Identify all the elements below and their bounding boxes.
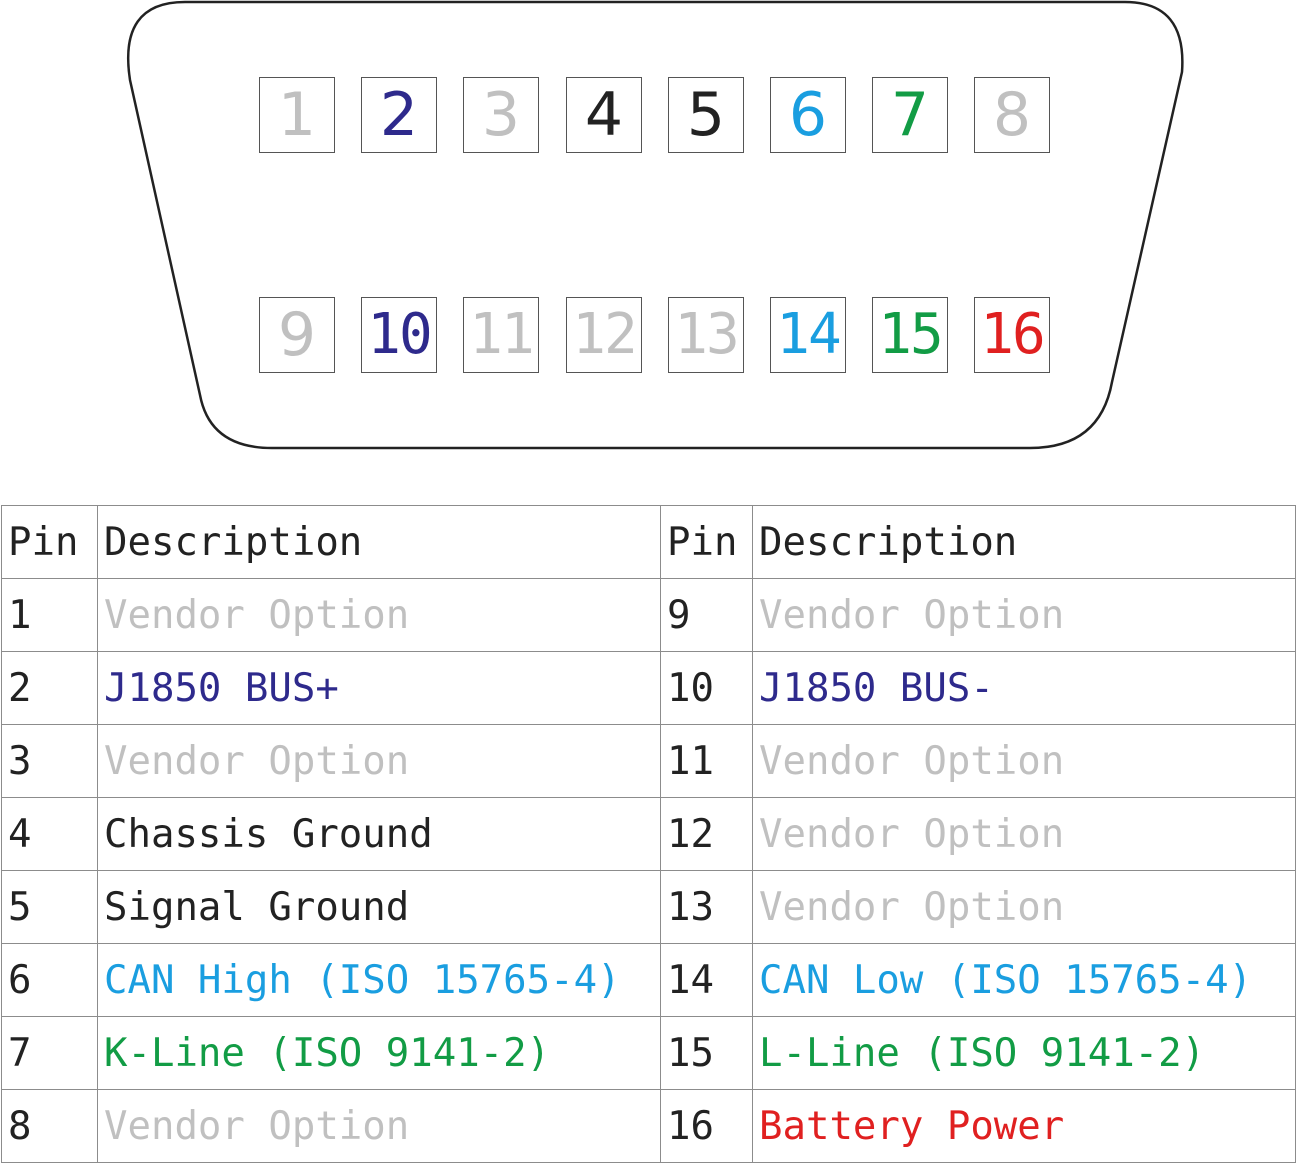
connector-pin-8: 8 [974,77,1050,153]
pin-description-left: J1850 BUS+ [97,651,661,725]
pin-number-left: 5 [1,870,98,944]
pin-description-right: L-Line (ISO 9141-2) [752,1016,1296,1090]
connector-pin-14: 14 [770,297,846,373]
connector-pin-13: 13 [668,297,744,373]
pin-number-left: 2 [1,651,98,725]
connector-pin-15: 15 [872,297,948,373]
pin-number-left: 8 [1,1089,98,1163]
table-header-row: Pin Description Pin Description [1,505,1296,579]
pin-number-left: 3 [1,724,98,798]
pin-description-left: Chassis Ground [97,797,661,871]
pin-number-right: 16 [660,1089,753,1163]
pin-number-left: 6 [1,943,98,1017]
header-description-left: Description [97,505,661,579]
connector-pin-12: 12 [566,297,642,373]
connector-pin-3: 3 [463,77,539,153]
pin-number-left: 4 [1,797,98,871]
pin-description-right: Vendor Option [752,797,1296,871]
pin-description-right: CAN Low (ISO 15765-4) [752,943,1296,1017]
pin-description-left: Vendor Option [97,578,661,652]
connector-pin-11: 11 [463,297,539,373]
header-pin-right: Pin [660,505,753,579]
pin-description-left: Vendor Option [97,1089,661,1163]
pin-description-right: Battery Power [752,1089,1296,1163]
pin-number-left: 7 [1,1016,98,1090]
pin-description-left: Vendor Option [97,724,661,798]
pin-number-left: 1 [1,578,98,652]
connector-pin-6: 6 [770,77,846,153]
connector-pin-4: 4 [566,77,642,153]
pin-description-right: Vendor Option [752,578,1296,652]
connector-pin-7: 7 [872,77,948,153]
header-description-right: Description [752,505,1296,579]
pin-description-left: Signal Ground [97,870,661,944]
pin-description-left: K-Line (ISO 9141-2) [97,1016,661,1090]
pin-description-right: Vendor Option [752,870,1296,944]
pin-number-right: 9 [660,578,753,652]
pin-number-right: 12 [660,797,753,871]
pin-number-right: 15 [660,1016,753,1090]
pin-description-right: J1850 BUS- [752,651,1296,725]
pin-description-left: CAN High (ISO 15765-4) [97,943,661,1017]
connector-pin-9: 9 [259,297,335,373]
pin-number-right: 11 [660,724,753,798]
connector-pin-10: 10 [361,297,437,373]
connector-outline [126,0,1184,450]
connector-pin-16: 16 [974,297,1050,373]
connector-pin-1: 1 [259,77,335,153]
connector-shell [126,0,1184,450]
pin-description-right: Vendor Option [752,724,1296,798]
pin-number-right: 10 [660,651,753,725]
header-pin-left: Pin [1,505,98,579]
pin-number-right: 13 [660,870,753,944]
connector-pin-5: 5 [668,77,744,153]
pin-number-right: 14 [660,943,753,1017]
connector-pin-2: 2 [361,77,437,153]
